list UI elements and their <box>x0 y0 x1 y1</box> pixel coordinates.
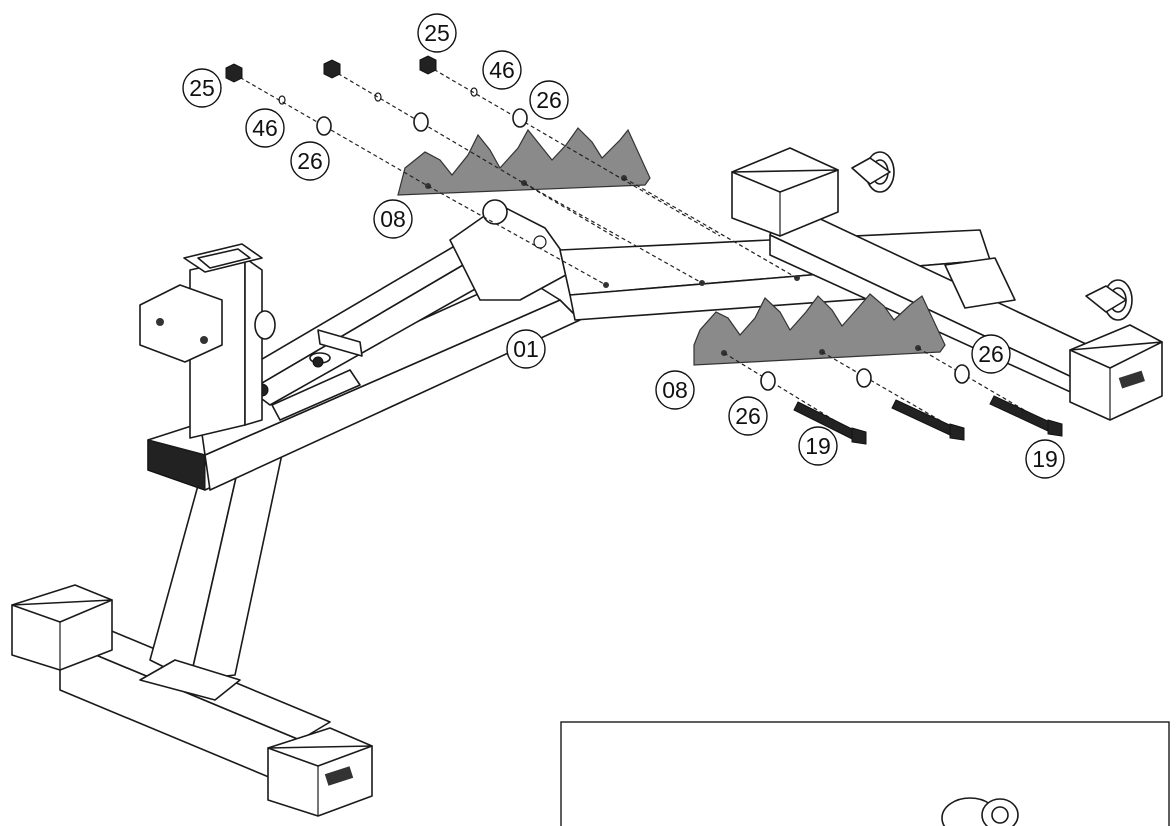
callout-label: 19 <box>1032 446 1058 472</box>
callout-19: 19 <box>1025 439 1065 479</box>
hardware-top <box>225 55 798 286</box>
callout-19: 19 <box>798 426 838 466</box>
callout-label: 26 <box>297 148 323 174</box>
large-washer-icon <box>954 364 970 384</box>
callout-08: 08 <box>373 199 413 239</box>
callout-08: 08 <box>655 370 695 410</box>
callout-label: 25 <box>424 20 450 46</box>
hardware-bottom <box>723 347 1063 445</box>
callout-label: 26 <box>735 403 761 429</box>
callout-26: 26 <box>529 80 569 120</box>
callout-label: 08 <box>662 377 688 403</box>
callout-label: 19 <box>805 433 831 459</box>
large-washer-icon <box>316 116 332 136</box>
callout-26: 26 <box>971 334 1011 374</box>
detail-wheel <box>941 797 1019 826</box>
rear-leg <box>139 439 286 701</box>
callout-46: 46 <box>245 108 285 148</box>
end-cap-logo <box>324 766 354 786</box>
callout-46: 46 <box>482 50 522 90</box>
bolt-icon <box>989 395 1063 437</box>
upper-plate-08 <box>397 127 651 196</box>
nut-icon <box>419 55 437 75</box>
large-washer-icon <box>856 368 872 388</box>
bolt-icon <box>793 401 867 445</box>
large-washer-icon <box>760 371 776 391</box>
callout-25: 25 <box>182 68 222 108</box>
callout-label: 26 <box>978 341 1004 367</box>
callout-label: 01 <box>513 336 539 362</box>
nut-icon <box>225 63 243 83</box>
callout-label: 08 <box>380 206 406 232</box>
callout-26: 26 <box>290 141 330 181</box>
end-cap-logo <box>1118 370 1145 389</box>
small-washer-icon <box>374 92 382 102</box>
small-washer-icon <box>470 87 478 97</box>
callout-26: 26 <box>728 396 768 436</box>
wheel-front <box>1085 279 1133 321</box>
large-washer-icon <box>512 108 528 128</box>
wheel-rear <box>851 151 895 193</box>
large-washer-icon <box>413 112 429 132</box>
small-washer-icon <box>278 95 286 105</box>
nut-icon <box>323 59 341 79</box>
callout-25: 25 <box>417 13 457 53</box>
front-base <box>731 147 1163 421</box>
detail-inset <box>560 721 1170 826</box>
bolt-icon <box>891 399 965 441</box>
callout-label: 46 <box>252 115 278 141</box>
callout-label: 26 <box>536 87 562 113</box>
front-post <box>139 243 276 439</box>
callout-label: 46 <box>489 57 515 83</box>
callout-label: 25 <box>189 75 215 101</box>
callout-01: 01 <box>506 329 546 369</box>
